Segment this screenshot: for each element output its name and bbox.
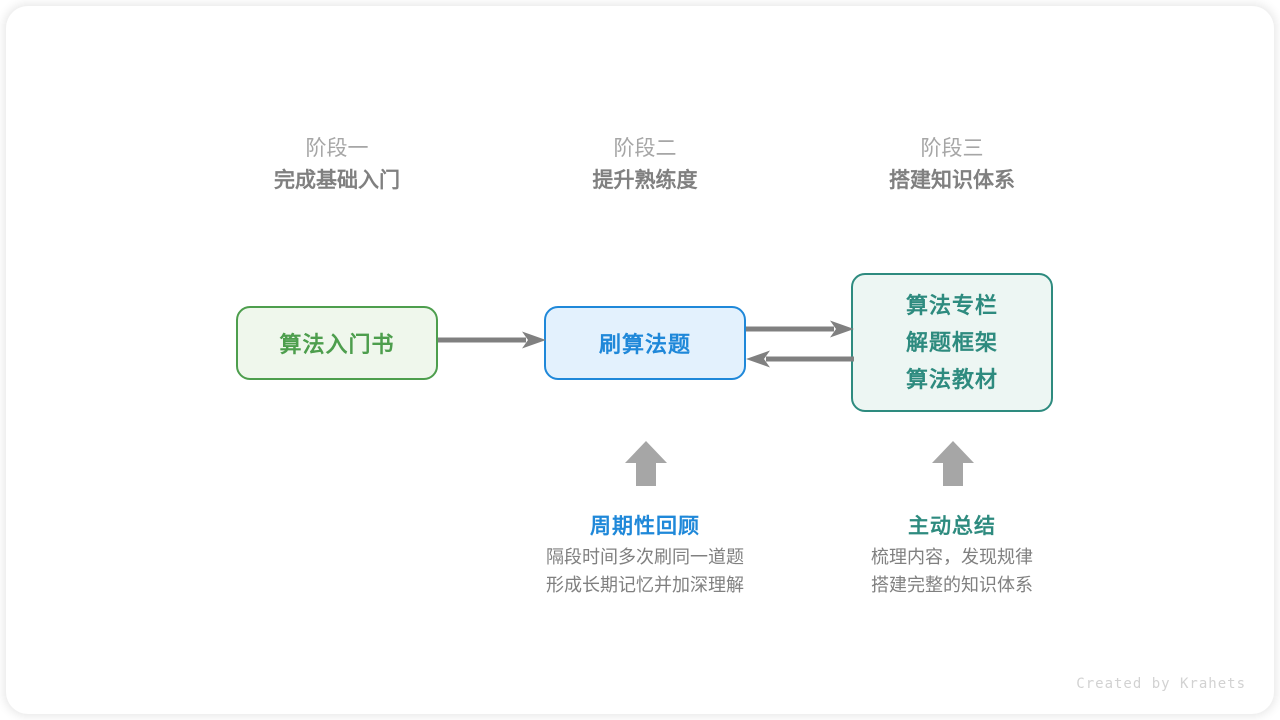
annotation-desc-summary-line2: 搭建完整的知识体系 xyxy=(871,575,1033,595)
node-label-resources-3: 算法教材 xyxy=(905,367,998,392)
arrow-up-icon-review xyxy=(625,441,667,486)
annotation-desc-review-line2: 形成长期记忆并加深理解 xyxy=(546,575,744,595)
stage-header-3: 阶段三 搭建知识体系 xyxy=(822,134,1082,198)
node-label-resources-2: 解题框架 xyxy=(905,330,998,355)
node-practice-problems[interactable]: 刷算法题 xyxy=(544,306,746,380)
connector-book-to-practice xyxy=(438,331,546,349)
annotation-periodic-review: 周期性回顾 隔段时间多次刷同一道题 形成长期记忆并加深理解 xyxy=(475,511,815,599)
node-algorithm-intro-book[interactable]: 算法入门书 xyxy=(236,306,438,380)
annotation-desc-summary-line1: 梳理内容，发现规律 xyxy=(871,547,1033,567)
stage-number-1: 阶段一 xyxy=(305,137,369,160)
annotation-title-review: 周期性回顾 xyxy=(590,515,700,538)
stage-title-3: 搭建知识体系 xyxy=(889,169,1015,192)
stage-header-1: 阶段一 完成基础入门 xyxy=(207,134,467,198)
annotation-title-summary: 主动总结 xyxy=(908,515,996,538)
node-label-book: 算法入门书 xyxy=(279,332,395,357)
connector-resources-to-practice xyxy=(746,350,854,368)
node-label-practice: 刷算法题 xyxy=(598,332,691,357)
annotation-active-summary: 主动总结 梳理内容，发现规律 搭建完整的知识体系 xyxy=(782,511,1122,599)
arrow-up-icon-summary xyxy=(932,441,974,486)
stage-number-3: 阶段三 xyxy=(920,137,984,160)
node-learning-resources[interactable]: 算法专栏 解题框架 算法教材 xyxy=(851,273,1053,412)
connector-practice-to-resources xyxy=(746,320,854,338)
footer-credit: Created by Krahets xyxy=(1076,676,1246,692)
stage-header-2: 阶段二 提升熟练度 xyxy=(515,134,775,198)
stage-number-2: 阶段二 xyxy=(613,137,677,160)
diagram-card: 阶段一 完成基础入门 阶段二 提升熟练度 阶段三 搭建知识体系 算法入门书 刷算… xyxy=(6,6,1274,714)
node-label-resources-1: 算法专栏 xyxy=(905,293,998,318)
stage-title-2: 提升熟练度 xyxy=(592,169,698,192)
annotation-desc-review-line1: 隔段时间多次刷同一道题 xyxy=(546,547,744,567)
stage-title-1: 完成基础入门 xyxy=(274,169,400,192)
